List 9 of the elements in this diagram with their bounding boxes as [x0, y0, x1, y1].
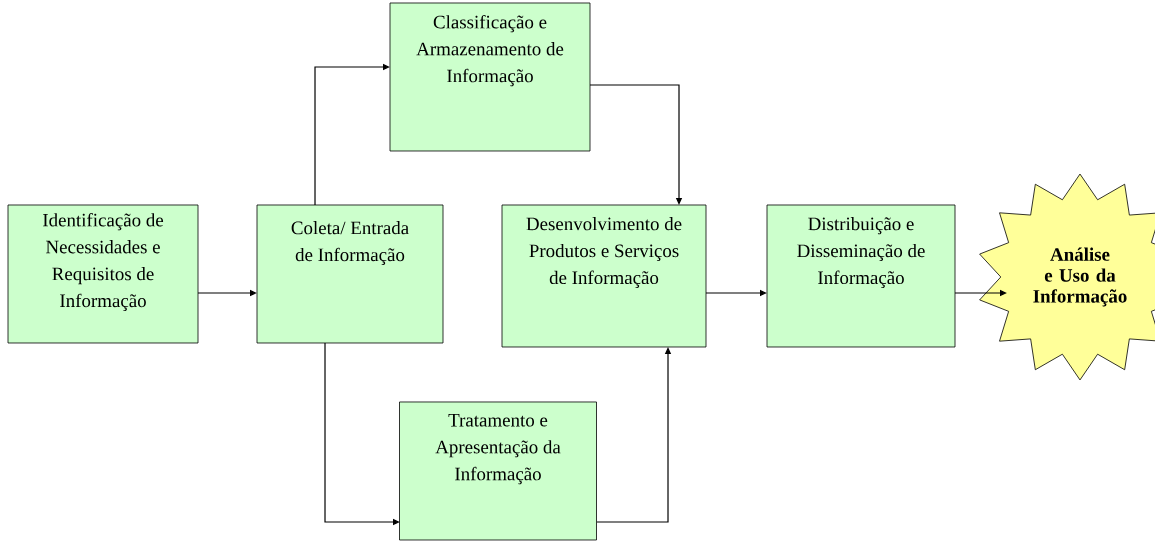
process-box: Distribuição e Disseminação de Informação: [766, 204, 956, 348]
arrow: [314, 63, 390, 206]
process-box: Identificação de Necessidades e Requisitos de Informação: [7, 204, 199, 344]
arrow: [589, 84, 683, 205]
process-box: Tratamento e Apresentação da Informação: [399, 401, 597, 541]
process-box: Desenvolvimento de Produtos e Serviços de Informação: [501, 204, 707, 348]
star-burst: Análise e Uso da Informação: [979, 173, 1155, 381]
process-box: Coleta/ Entrada de Informação: [256, 204, 444, 344]
process-box: Classificação e Armazenamento de Informação: [389, 2, 591, 152]
